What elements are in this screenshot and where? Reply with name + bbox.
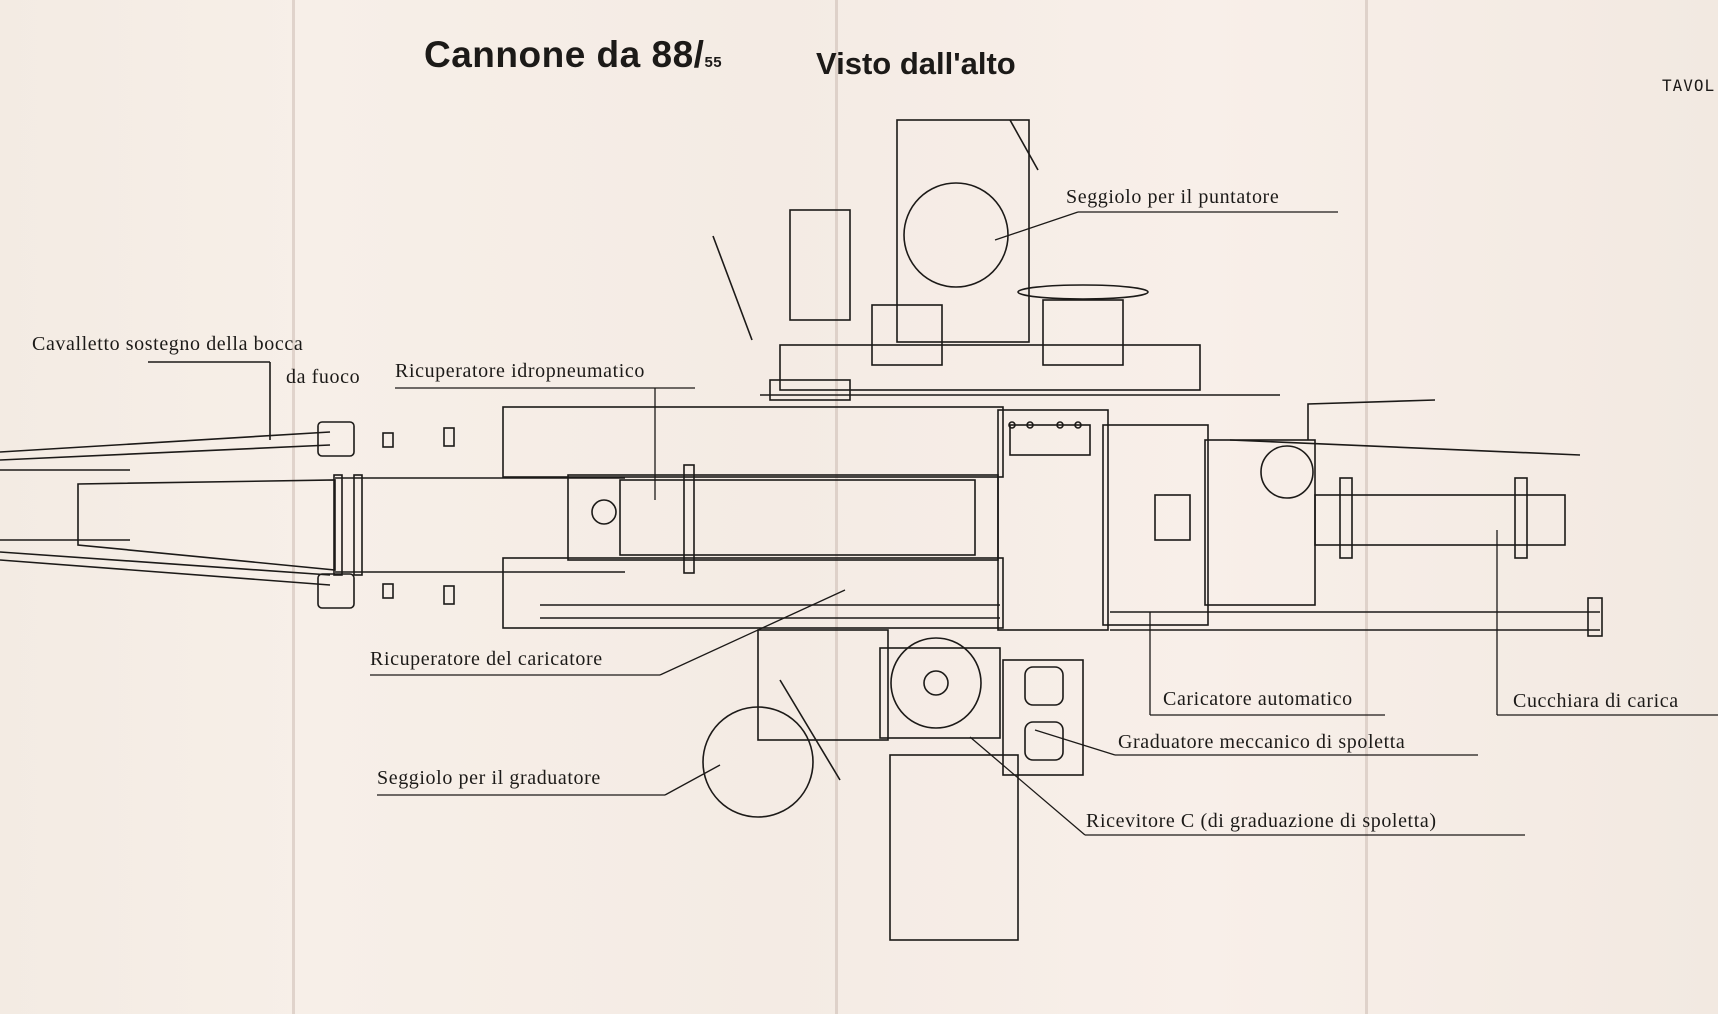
label-ricevitore: Ricevitore C (di graduazione di spoletta… xyxy=(1086,810,1437,832)
label-cavalletto-line1: Cavalletto sostegno della bocca xyxy=(32,333,304,355)
label-caricatore-automatico: Caricatore automatico xyxy=(1163,688,1353,710)
label-seggiolo-graduatore: Seggiolo per il graduatore xyxy=(377,767,601,789)
plate-label: TAVOL xyxy=(1662,76,1716,95)
title-main: Cannone da 88/ xyxy=(424,34,705,75)
title-caliber-sub: 55 xyxy=(704,54,723,71)
fold-crease-1 xyxy=(292,0,295,1014)
label-cavalletto-line2: da fuoco xyxy=(286,366,361,388)
leader-lines xyxy=(370,211,1718,836)
fold-crease-2 xyxy=(835,0,838,1014)
lower-mechanism xyxy=(702,629,1084,941)
upper-mechanism xyxy=(712,119,1280,401)
label-ricuperatore-idropneumatico: Ricuperatore idropneumatico xyxy=(395,360,645,382)
label-graduatore-meccanico: Graduatore meccanico di spoletta xyxy=(1118,731,1406,753)
muzzle-support xyxy=(148,361,455,609)
view-subtitle: Visto dall'alto xyxy=(816,46,1016,81)
drawing-title: Cannone da 88/55 xyxy=(424,34,722,76)
carriage xyxy=(997,399,1603,637)
label-ricuperatore-caricatore: Ricuperatore del caricatore xyxy=(370,648,603,670)
fold-crease-3 xyxy=(1365,0,1368,1014)
barrel xyxy=(0,431,625,586)
label-seggiolo-puntatore: Seggiolo per il puntatore xyxy=(1066,186,1280,208)
label-cucchiara: Cucchiara di carica xyxy=(1513,690,1679,712)
recuperator-block xyxy=(502,406,1004,629)
